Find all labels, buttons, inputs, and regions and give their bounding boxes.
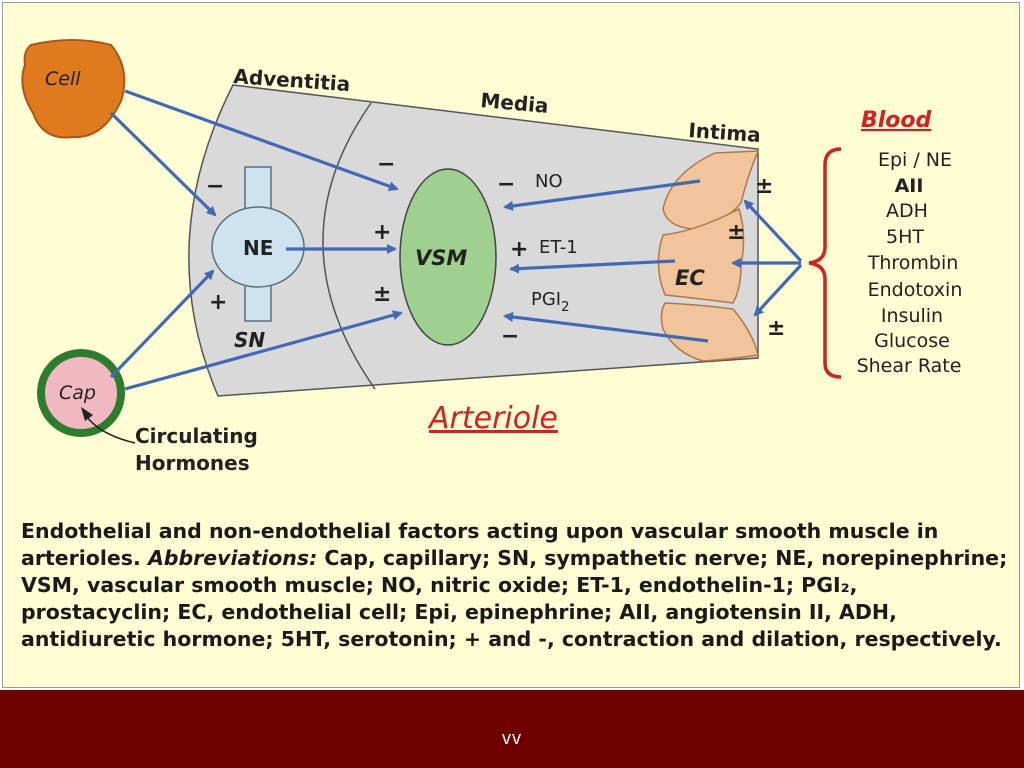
- arrow-cap-to-vsm: [124, 310, 403, 391]
- circulating-label: Circulating: [135, 424, 258, 448]
- sign-cell-to-ne: −: [206, 174, 224, 199]
- endothelial-segment-middle: [657, 207, 745, 304]
- arrow-cell-to-ne: [109, 111, 217, 217]
- arrow-blood-to-ec-bottom: [753, 263, 803, 317]
- cap-pointer-head: [81, 407, 93, 421]
- sign-ne-to-vsm: +: [373, 220, 391, 245]
- vsm-label: VSM: [415, 246, 467, 270]
- cell-shape: [21, 39, 126, 139]
- arteriole-title: Arteriole: [427, 401, 558, 436]
- blood-item: Thrombin: [867, 252, 959, 274]
- sn-nerve-bottom: [244, 284, 272, 322]
- cap-label: Cap: [59, 382, 96, 404]
- cap-pointer: [86, 416, 136, 444]
- caption-abbreviations-label: Abbreviations:: [147, 546, 318, 570]
- footer-bar: vv: [0, 690, 1024, 768]
- arrow-ec-to-vsm-et1: [509, 259, 676, 274]
- ne-label: NE: [243, 236, 273, 260]
- blood-item: Epi / NE: [878, 149, 952, 171]
- blood-item: Glucose: [874, 330, 950, 352]
- arrow-blood-to-ec-top: [743, 199, 803, 263]
- intima-label: Intima: [688, 118, 762, 147]
- blood-item: Endotoxin: [868, 279, 963, 301]
- blood-item: Insulin: [881, 305, 943, 327]
- vsm-cell: [399, 168, 497, 346]
- cell-label: Cell: [45, 68, 81, 90]
- slide-panel: Adventitia Media Intima Cell Cap Circula…: [2, 2, 1020, 688]
- sign-cell-to-vsm: −: [377, 152, 395, 177]
- cap-shape: [43, 355, 119, 431]
- sign-pgi2: −: [501, 324, 519, 349]
- caption-abbreviations: Cap, capillary; SN, sympathetic nerve; N…: [21, 546, 1008, 651]
- arrow-ec-to-vsm-no: [503, 179, 701, 211]
- endothelial-segment-bottom: [660, 302, 759, 362]
- no-label: NO: [535, 171, 563, 192]
- arrow-cap-to-ne: [109, 269, 215, 379]
- pgi2-label: PGI2: [531, 289, 569, 315]
- footer-text: vv: [502, 728, 522, 748]
- sign-et1: +: [510, 237, 528, 262]
- sign-ec-middle: ±: [727, 220, 745, 245]
- arrow-ec-to-vsm-pgi2: [503, 312, 709, 343]
- blood-item: AII: [895, 175, 924, 197]
- adventitia-media-boundary: [322, 102, 376, 390]
- arteriole-diagram: Adventitia Media Intima Cell Cap Circula…: [21, 39, 963, 475]
- blood-item: ADH: [886, 200, 928, 222]
- hormones-label: Hormones: [135, 451, 250, 475]
- ec-label: EC: [675, 266, 705, 290]
- sign-cap-to-vsm: ±: [373, 282, 391, 307]
- blood-item: 5HT: [886, 226, 924, 248]
- sn-label: SN: [234, 328, 265, 352]
- arrow-cell-to-vsm: [124, 89, 399, 191]
- figure-caption: Endothelial and non-endothelial factors …: [21, 518, 1011, 653]
- blood-heading: Blood: [861, 108, 932, 133]
- sign-no: −: [497, 172, 515, 197]
- sn-nerve-top: [244, 166, 272, 210]
- caption-intro: Endothelial and non-endothelial factors …: [21, 519, 939, 570]
- sign-ec-top: ±: [755, 174, 773, 199]
- sign-ec-bottom: ±: [767, 316, 785, 341]
- sign-cap-to-ne: +: [209, 290, 227, 315]
- et1-label: ET-1: [539, 237, 578, 258]
- blood-bracket: [808, 147, 842, 379]
- blood-item: Shear Rate: [857, 355, 962, 377]
- ne-varicosity: [211, 206, 305, 288]
- signal-arrows: [109, 89, 803, 391]
- media-label: Media: [480, 88, 550, 118]
